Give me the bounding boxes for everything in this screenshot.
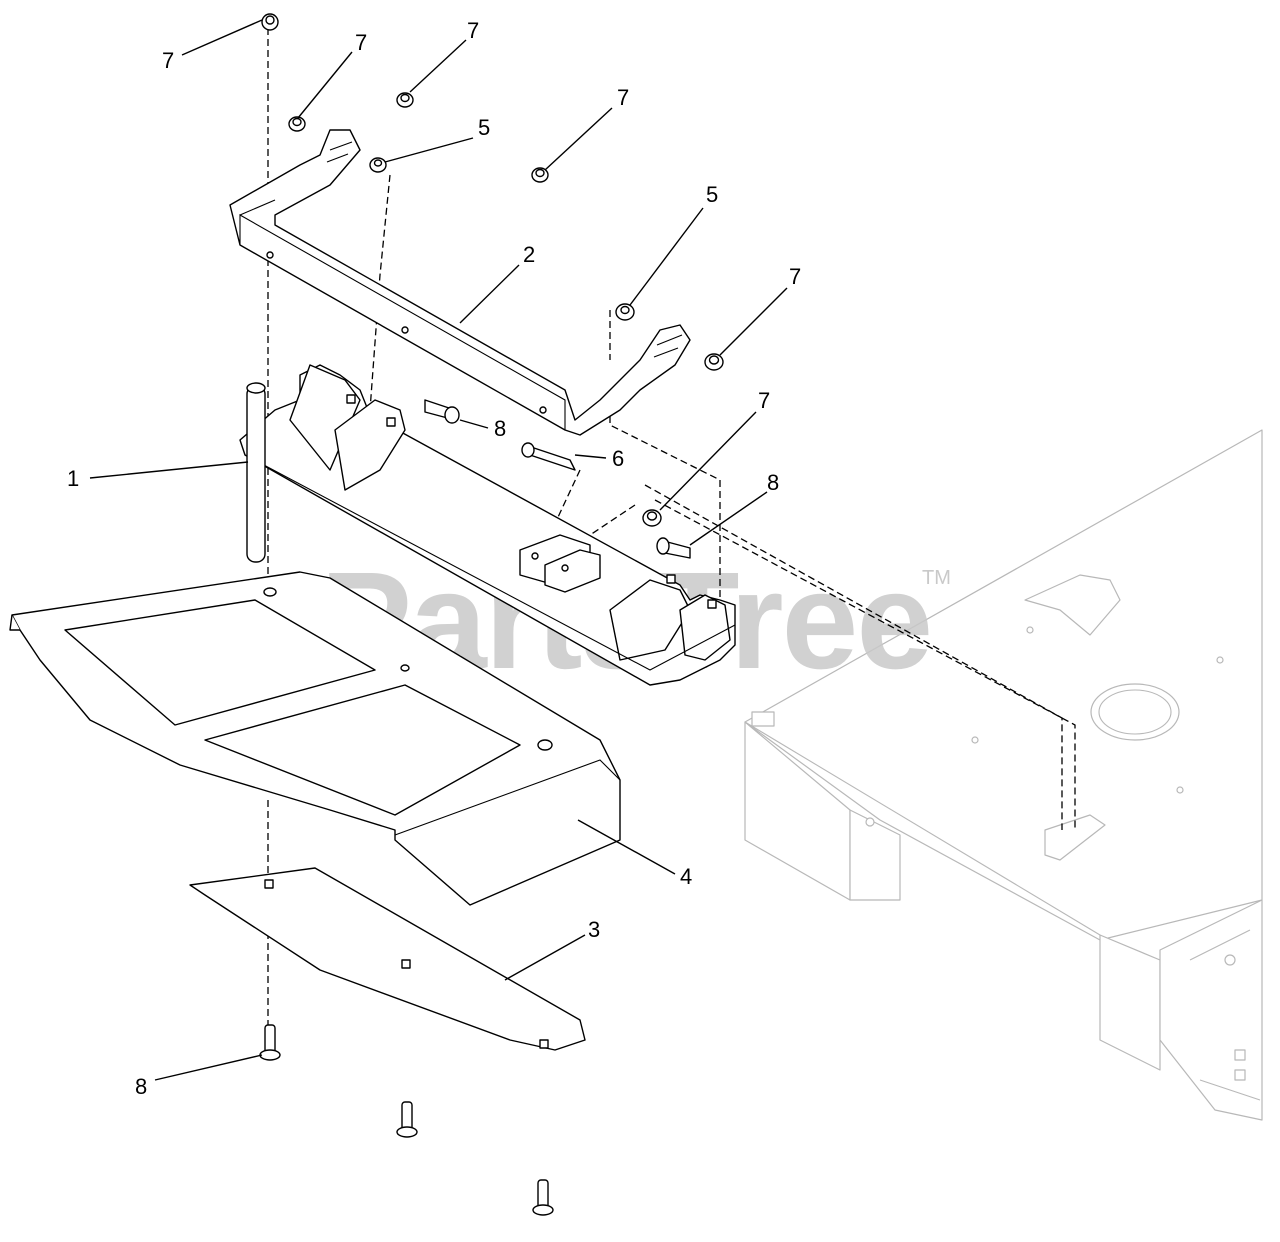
callout-2: 2 bbox=[523, 242, 535, 267]
callout-7: 7 bbox=[467, 18, 479, 43]
part-8-clevis-pin-upper bbox=[424, 399, 460, 424]
part-3-lower-plate bbox=[189, 867, 586, 1051]
part-2-upper-bracket bbox=[229, 129, 691, 436]
callout-8: 8 bbox=[767, 470, 779, 495]
mower-frame bbox=[744, 429, 1263, 1121]
callout-7: 7 bbox=[162, 48, 174, 73]
callout-5: 5 bbox=[706, 182, 718, 207]
bolt-8-bottom-mid bbox=[396, 1101, 418, 1138]
hardware bbox=[259, 13, 724, 1216]
callout-5: 5 bbox=[478, 115, 490, 140]
part-8-clevis-pin-right bbox=[656, 537, 691, 559]
callout-8: 8 bbox=[494, 416, 506, 441]
leader-lines bbox=[89, 19, 788, 1081]
callout-7: 7 bbox=[355, 30, 367, 55]
callout-8: 8 bbox=[135, 1074, 147, 1099]
bolt-8-bottom-left bbox=[259, 1024, 281, 1061]
nut-7-upper-mid bbox=[288, 116, 306, 132]
nut-7-top-left bbox=[261, 13, 279, 31]
washer-5-right bbox=[615, 303, 635, 321]
part-1-pin bbox=[246, 382, 266, 563]
callouts: 7 7 7 7 5 5 2 7 8 6 7 8 1 4 3 8 bbox=[67, 18, 801, 1099]
part-footrest-pan bbox=[9, 571, 621, 906]
hinge-plates bbox=[519, 534, 601, 593]
callout-7: 7 bbox=[617, 85, 629, 110]
callout-7: 7 bbox=[758, 388, 770, 413]
bolt-8-bottom-right bbox=[532, 1179, 554, 1216]
nut-7-right bbox=[704, 353, 724, 371]
part-4-bracket-assembly bbox=[239, 364, 736, 686]
watermark-trademark: TM bbox=[922, 567, 951, 589]
washer-5-upper bbox=[369, 157, 387, 173]
callout-1: 1 bbox=[67, 466, 79, 491]
part-6-bolt bbox=[521, 442, 576, 471]
nut-7-lower-right bbox=[642, 509, 662, 527]
nut-7-right-upper bbox=[531, 167, 549, 183]
callout-3: 3 bbox=[588, 917, 600, 942]
nut-7-upper-center bbox=[396, 92, 414, 108]
callout-6: 6 bbox=[612, 446, 624, 471]
callout-7: 7 bbox=[789, 264, 801, 289]
callout-4: 4 bbox=[680, 864, 692, 889]
